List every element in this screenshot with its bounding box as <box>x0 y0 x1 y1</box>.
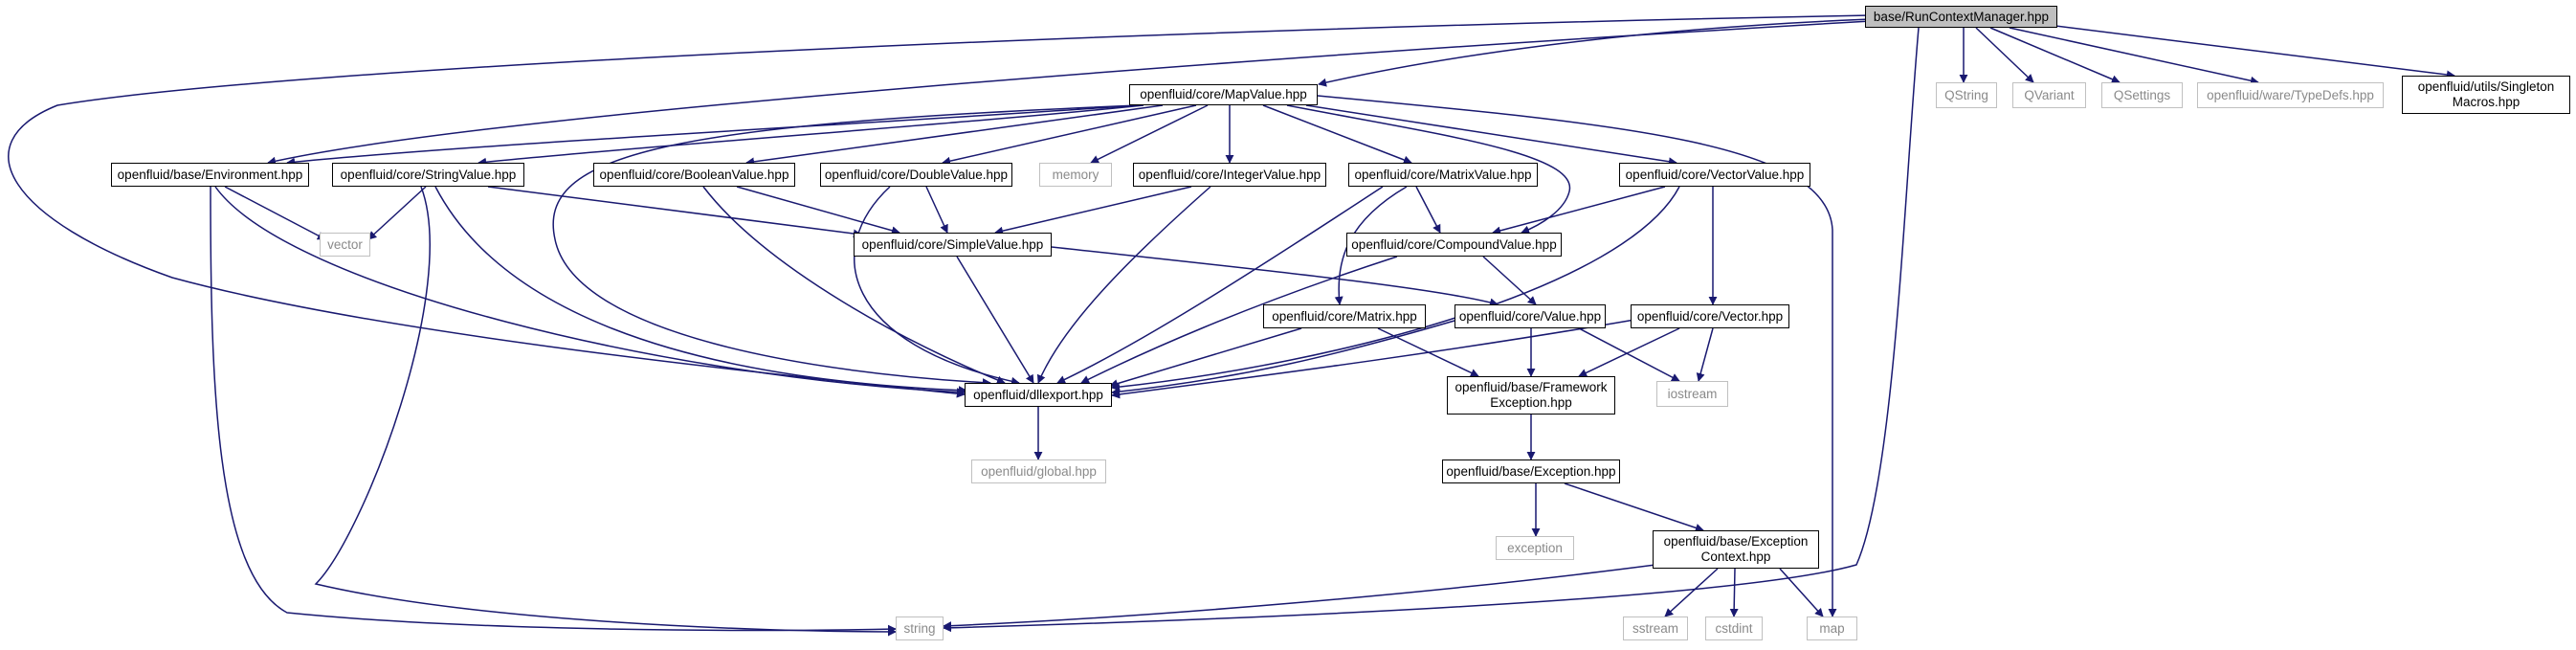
edge-root-string <box>943 27 1920 633</box>
node-global: openfluid/global.hpp <box>971 459 1106 483</box>
edge-mxv-dllexport <box>1056 186 1384 384</box>
node-exception-hpp[interactable]: openfluid/base/Exception.hpp <box>1442 459 1620 483</box>
edge-root-singleton <box>2047 24 2455 79</box>
node-boolean-value[interactable]: openfluid/core/BooleanValue.hpp <box>593 163 795 187</box>
edge-vv-compoundvalue <box>1492 186 1666 235</box>
edge-mv-environment <box>286 104 1140 167</box>
edge-root-qsettings <box>1989 27 2121 83</box>
edge-cv-dllexport <box>1080 256 1398 384</box>
dependency-edges <box>8 14 2455 637</box>
node-qsettings: QSettings <box>2101 82 2183 108</box>
node-value[interactable]: openfluid/core/Value.hpp <box>1455 304 1606 328</box>
node-memory: memory <box>1039 163 1112 187</box>
node-cstdint: cstdint <box>1705 616 1763 640</box>
node-qvariant: QVariant <box>2012 82 2086 108</box>
node-vector-value[interactable]: openfluid/core/VectorValue.hpp <box>1619 163 1810 187</box>
edge-simple-dllexport <box>956 256 1034 384</box>
edge-env-vector <box>224 186 326 240</box>
node-dllexport[interactable]: openfluid/dllexport.hpp <box>965 383 1112 407</box>
edge-simple-value <box>1051 246 1499 307</box>
edge-root-typedefs <box>2009 27 2259 85</box>
edge-mv-matrixvalue <box>1262 104 1412 165</box>
node-integer-value[interactable]: openfluid/core/IntegerValue.hpp <box>1133 163 1326 187</box>
node-simple-value[interactable]: openfluid/core/SimpleValue.hpp <box>854 233 1052 257</box>
node-map-value[interactable]: openfluid/core/MapValue.hpp <box>1129 84 1318 105</box>
edge-root-environment <box>267 20 1872 166</box>
edge-mv-map <box>1317 95 1837 617</box>
edge-value-iostream <box>1578 327 1680 382</box>
edge-env-dllexport <box>214 186 966 397</box>
edge-exception-exccontext <box>1564 482 1704 532</box>
edge-sv-vector <box>367 186 427 240</box>
node-iostream: iostream <box>1656 381 1728 407</box>
edge-root-dllexport <box>8 14 1872 398</box>
edge-vectorh-iostream <box>1696 327 1714 382</box>
edge-exccontext-cstdint <box>1729 568 1739 617</box>
node-string: string <box>896 616 944 640</box>
edge-matrix-dllexport <box>1109 327 1302 388</box>
edge-iv-simplevalue <box>994 186 1192 235</box>
edge-mv-doublevalue <box>942 104 1197 166</box>
edge-mv-booleanvalue <box>745 104 1164 167</box>
edge-sv-string <box>314 186 897 637</box>
edge-exccontext-map <box>1779 568 1824 617</box>
node-double-value[interactable]: openfluid/core/DoubleValue.hpp <box>820 163 1012 187</box>
node-vector: vector <box>320 233 370 257</box>
edge-exccontext-string <box>943 564 1656 631</box>
edge-exccontext-sstream <box>1664 568 1719 617</box>
edge-root-mapvalue <box>1318 18 1872 87</box>
edge-bv-dllexport <box>702 186 1006 385</box>
edge-sv-simplevalue <box>487 186 862 238</box>
edge-iv-dllexport <box>1036 186 1211 384</box>
node-matrix-value[interactable]: openfluid/core/MatrixValue.hpp <box>1348 163 1538 187</box>
node-singleton-macros[interactable]: openfluid/utils/Singleton Macros.hpp <box>2402 76 2570 114</box>
edge-bv-simplevalue <box>736 186 900 235</box>
edge-sv-dllexport <box>434 186 967 395</box>
node-ware-typedefs: openfluid/ware/TypeDefs.hpp <box>2197 82 2384 108</box>
node-sstream: sstream <box>1623 616 1688 640</box>
node-environment[interactable]: openfluid/base/Environment.hpp <box>111 163 309 187</box>
edge-mv-stringvalue <box>477 104 1144 167</box>
node-vector-hpp[interactable]: openfluid/core/Vector.hpp <box>1631 304 1789 328</box>
node-string-value[interactable]: openfluid/core/StringValue.hpp <box>332 163 524 187</box>
edge-mv-dllexport <box>552 104 1140 388</box>
node-exception-context[interactable]: openfluid/base/Exception Context.hpp <box>1653 530 1819 569</box>
edge-vectorh-dllexport <box>1111 317 1647 399</box>
node-map: map <box>1807 616 1857 640</box>
edge-cv-value <box>1482 256 1537 305</box>
edge-mv-vectorvalue <box>1305 104 1677 167</box>
node-std-exception: exception <box>1496 536 1574 560</box>
edge-dv-simplevalue <box>925 186 948 234</box>
node-matrix[interactable]: openfluid/core/Matrix.hpp <box>1263 304 1426 328</box>
edge-root-qvariant <box>1975 27 2034 83</box>
edge-mv-memory <box>1090 104 1209 164</box>
edge-mxv-compoundvalue <box>1415 186 1441 234</box>
node-compound-value[interactable]: openfluid/core/CompoundValue.hpp <box>1346 233 1562 257</box>
edge-env-string <box>210 186 897 634</box>
edge-value-dllexport <box>1111 320 1455 396</box>
edge-vectorh-fwexception <box>1578 327 1680 377</box>
node-qstring: QString <box>1936 82 1997 108</box>
node-run-context-manager[interactable]: base/RunContextManager.hpp <box>1865 6 2057 28</box>
edge-dv-dllexport <box>854 186 1020 386</box>
node-framework-exception[interactable]: openfluid/base/Framework Exception.hpp <box>1447 376 1615 415</box>
